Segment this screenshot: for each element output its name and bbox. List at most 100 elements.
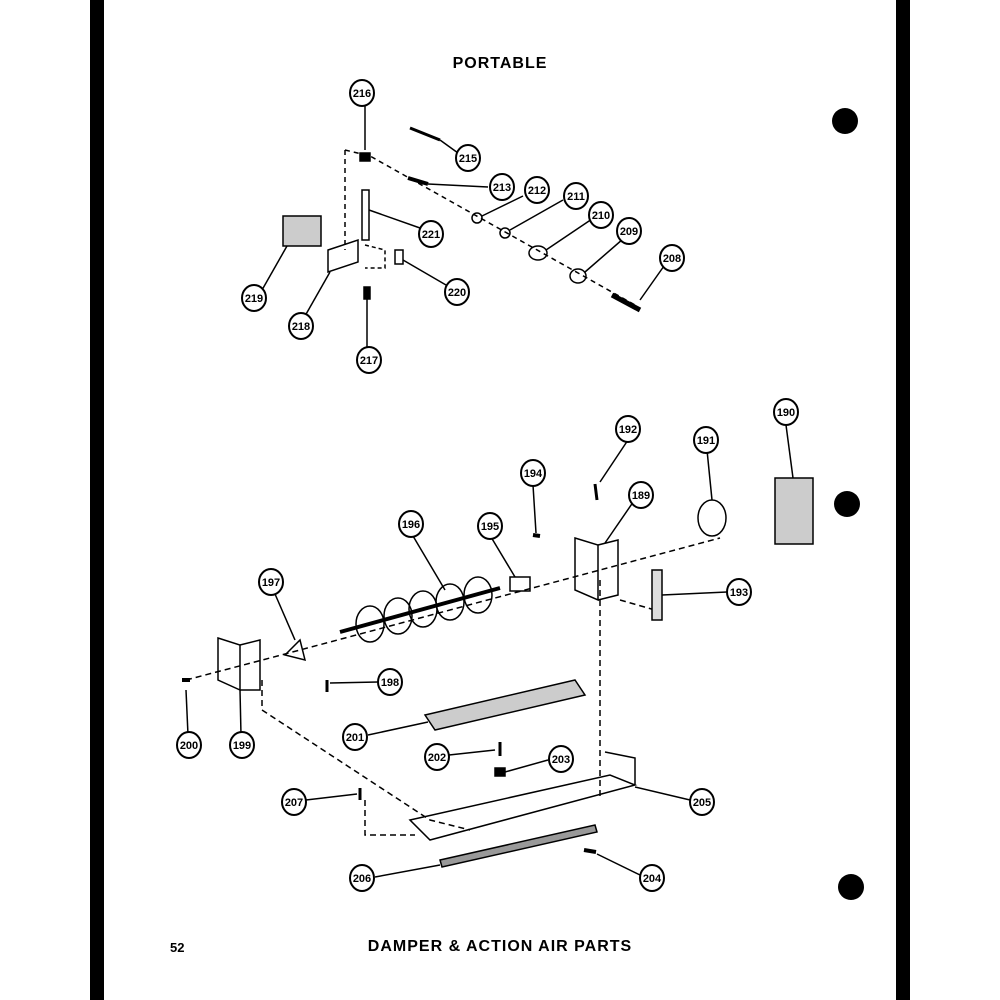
callout-215 (455, 144, 481, 172)
callout-198 (377, 668, 403, 696)
callout-label: 210 (592, 210, 610, 222)
callout-203 (548, 745, 574, 773)
callout-192 (615, 415, 641, 443)
part-193-strip (651, 569, 663, 621)
callout-205 (689, 788, 715, 816)
callout-label: 209 (620, 226, 638, 238)
part-189-bracket (574, 536, 619, 602)
callout-207 (281, 788, 307, 816)
part-201-foam-strip (423, 679, 587, 731)
part-212-washer (471, 212, 483, 224)
callout-label: 216 (353, 88, 371, 100)
callout-202 (424, 743, 450, 771)
callout-label: 200 (180, 740, 198, 752)
binder-hole-bottom (838, 874, 864, 900)
binder-hole-middle (834, 491, 860, 517)
callout-197 (258, 568, 284, 596)
callout-label: 215 (459, 153, 477, 165)
callout-199 (229, 731, 255, 759)
page-title: PORTABLE (452, 55, 548, 72)
callout-label: 192 (619, 424, 637, 436)
callout-204 (639, 864, 665, 892)
part-217-pin (363, 286, 371, 300)
callout-213 (489, 173, 515, 201)
part-205-tray (408, 751, 638, 841)
part-195-bushing (509, 576, 531, 592)
part-192-screw (593, 483, 599, 501)
part-210-disc (528, 245, 548, 261)
callout-200 (176, 731, 202, 759)
callout-216 (349, 79, 375, 107)
part-213-spring (407, 176, 429, 186)
binder-hole-top (832, 108, 858, 134)
callout-label: 206 (353, 873, 371, 885)
part-203-nut (494, 767, 506, 777)
callout-label: 204 (643, 873, 662, 885)
callout-label: 201 (346, 732, 364, 744)
part-199-end-bracket (217, 636, 261, 692)
part-190-insulation-box (774, 477, 814, 545)
callout-label: 212 (528, 185, 546, 197)
callout-label: 197 (262, 577, 280, 589)
callout-210 (588, 201, 614, 229)
callout-label: 211 (567, 191, 585, 203)
callout-label: 217 (360, 355, 378, 367)
part-219-pad (282, 215, 322, 247)
part-196-disc-4 (435, 583, 465, 621)
part-194-screw (532, 533, 541, 538)
callout-label: 194 (524, 468, 543, 480)
callout-label: 203 (552, 754, 570, 766)
top-axis-line (344, 149, 636, 306)
part-221-rod (361, 189, 370, 241)
part-196-disc-5 (463, 576, 493, 614)
page-border-right (896, 0, 910, 1000)
part-211-washer (499, 227, 511, 239)
callout-221 (418, 220, 444, 248)
callout-191 (693, 426, 719, 454)
diagram-caption: DAMPER & ACTION AIR PARTS (367, 938, 633, 955)
callout-196 (398, 510, 424, 538)
callout-189 (628, 481, 654, 509)
callout-206 (349, 864, 375, 892)
callout-219 (241, 284, 267, 312)
callout-220 (444, 278, 470, 306)
part-216-nut (359, 152, 371, 162)
part-209-disc (569, 268, 587, 284)
callout-label: 219 (245, 293, 263, 305)
callout-label: 202 (428, 752, 446, 764)
part-220-clip (394, 249, 404, 265)
callout-label: 198 (381, 677, 399, 689)
part-208-shaft (610, 292, 642, 313)
part-196-disc-2 (383, 597, 413, 635)
callout-190 (773, 398, 799, 426)
part-204-screw (583, 848, 597, 854)
callout-label: 199 (233, 740, 251, 752)
callout-201 (342, 723, 368, 751)
callout-label: 195 (481, 521, 499, 533)
callout-label: 220 (448, 287, 466, 299)
callout-217 (356, 346, 382, 374)
callout-212 (524, 176, 550, 204)
callout-label: 218 (292, 321, 310, 333)
bottom-axis-line (185, 537, 721, 681)
page-number: 52 (170, 940, 185, 955)
part-191-knob (697, 499, 727, 537)
callout-label: 221 (422, 229, 440, 241)
part-206-gasket (439, 824, 598, 868)
callout-label: 196 (402, 519, 420, 531)
callout-label: 205 (693, 797, 711, 809)
callout-211 (563, 182, 589, 210)
callout-label: 190 (777, 407, 795, 419)
callout-label: 213 (493, 182, 511, 194)
callout-label: 193 (730, 587, 748, 599)
part-218-bracket (327, 238, 359, 274)
part-196-disc-1 (355, 605, 385, 643)
callout-193 (726, 578, 752, 606)
callout-label: 208 (663, 253, 681, 265)
callout-194 (520, 459, 546, 487)
callout-195 (477, 512, 503, 540)
callout-label: 189 (632, 490, 650, 502)
callout-209 (616, 217, 642, 245)
callout-218 (288, 312, 314, 340)
